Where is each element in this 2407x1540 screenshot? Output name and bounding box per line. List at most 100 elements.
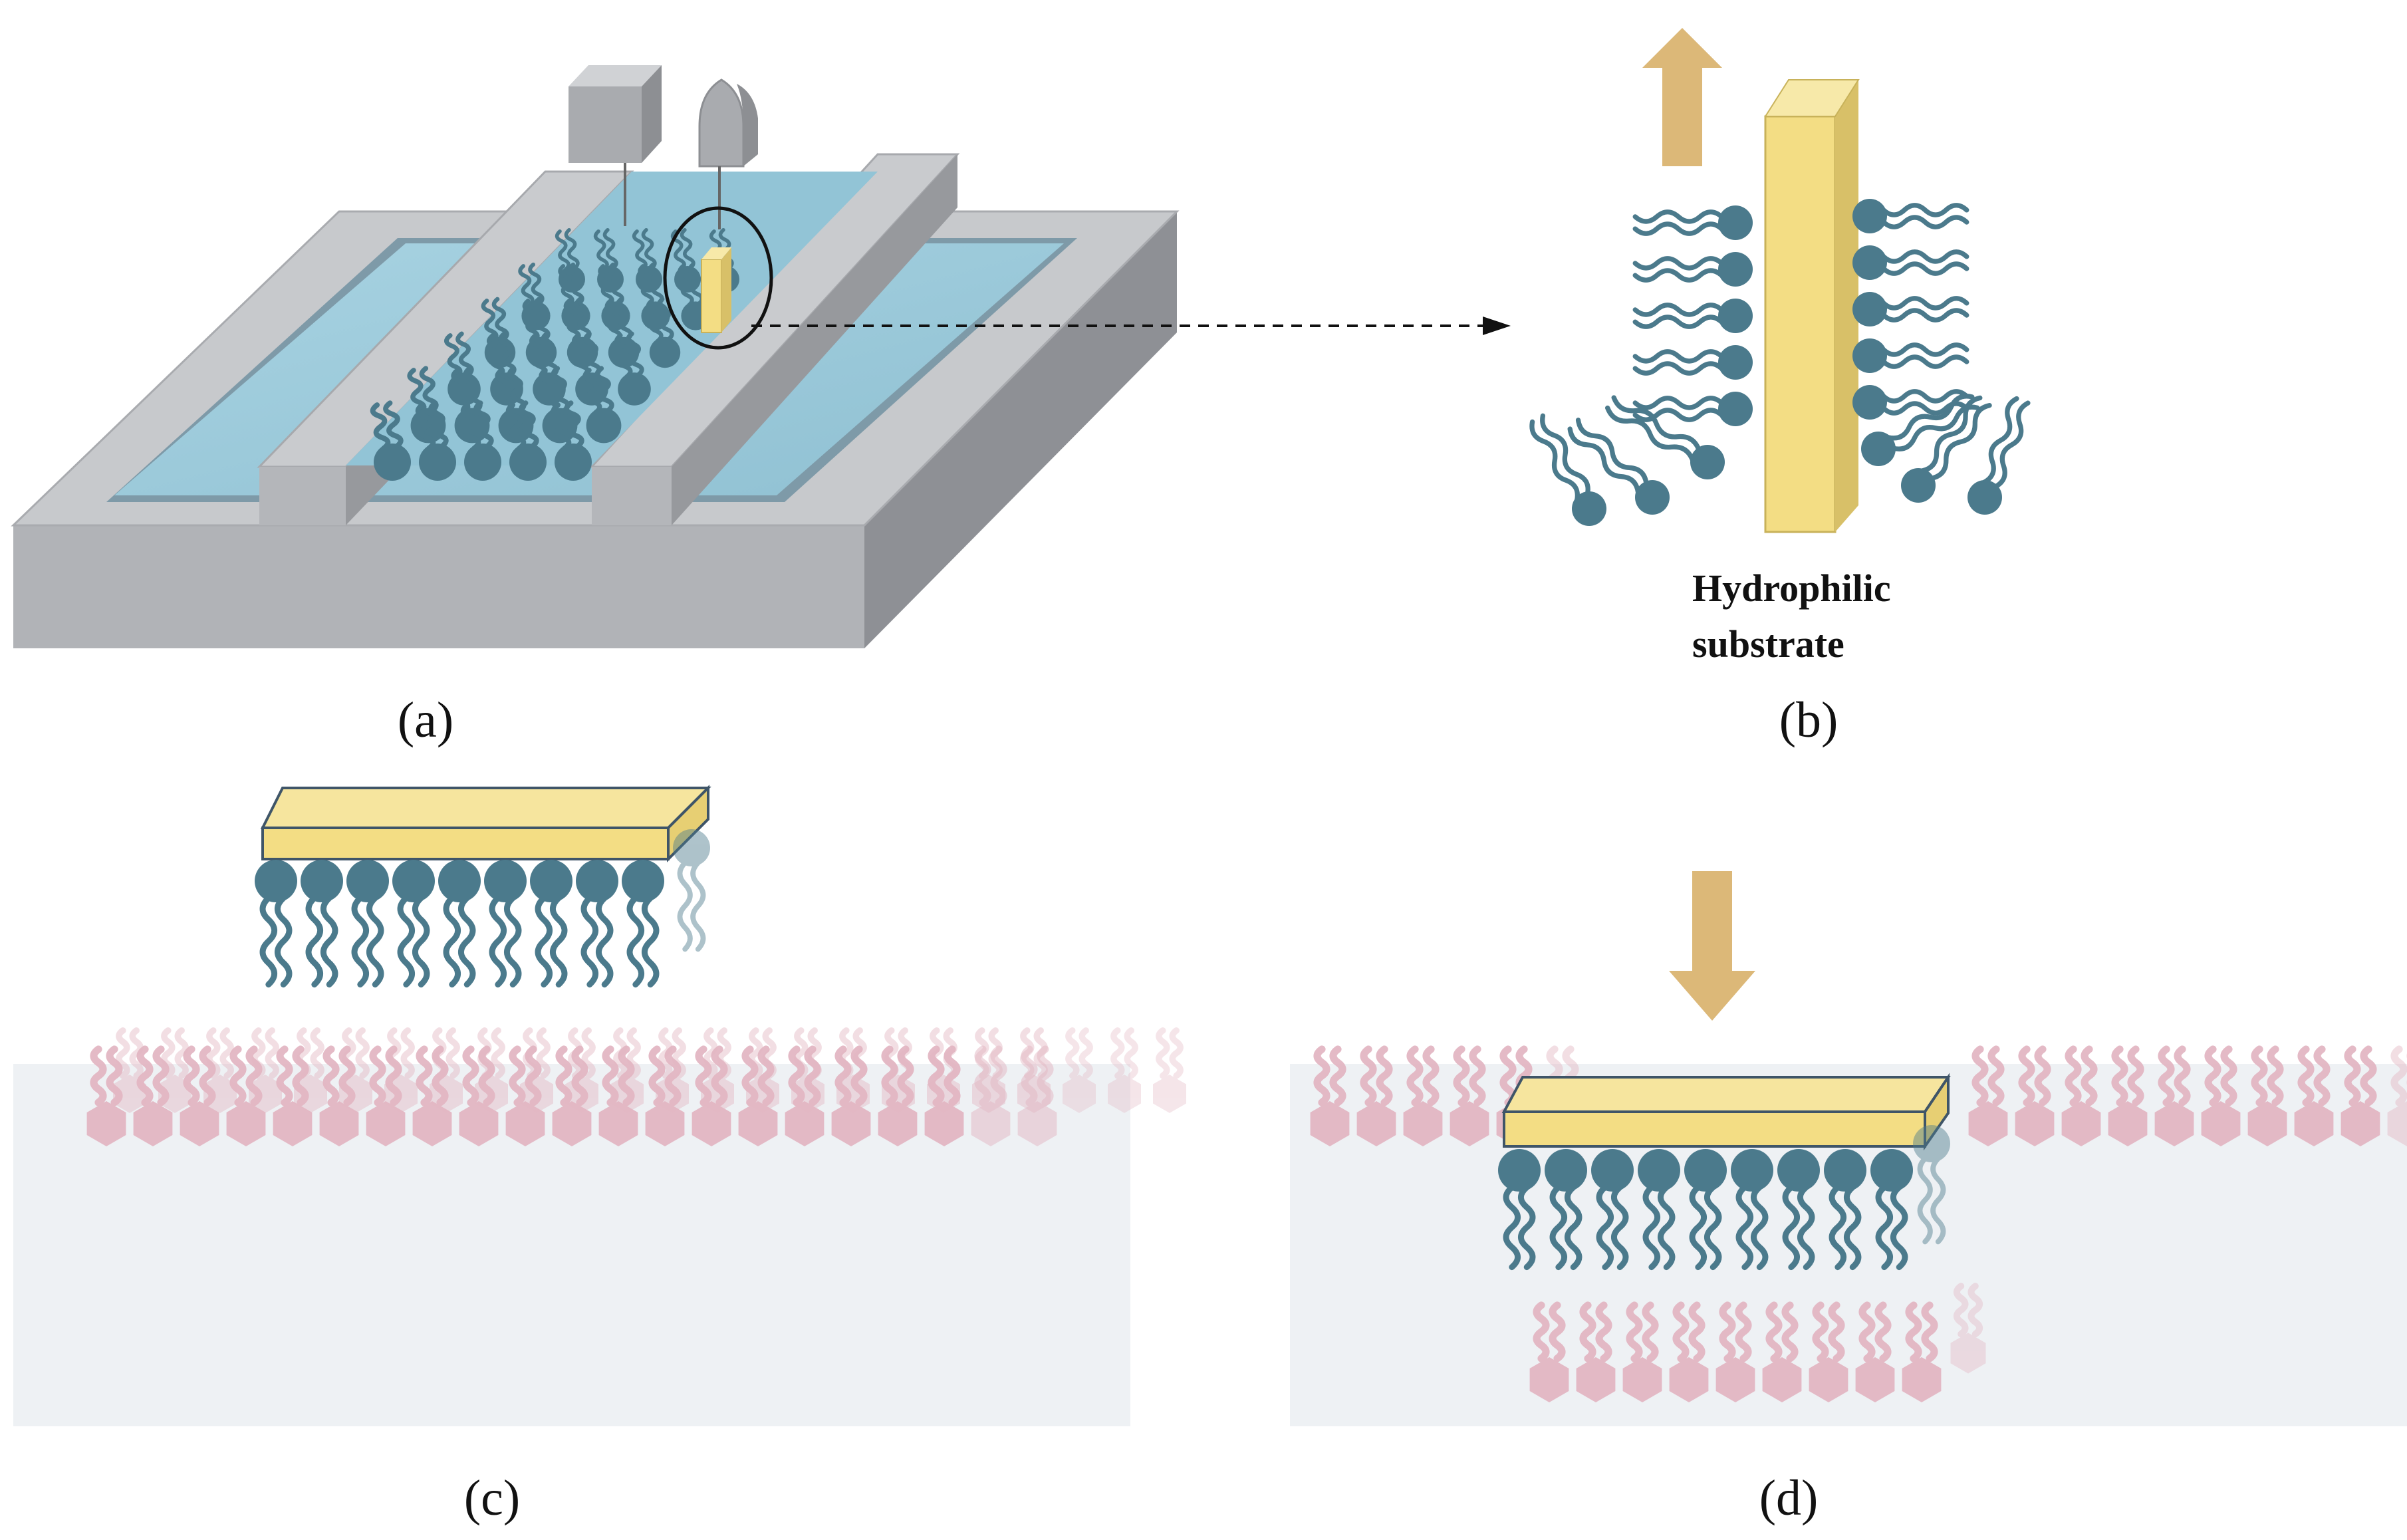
pink-lipid-bottom bbox=[1715, 1301, 1755, 1402]
pink-lipid bbox=[1017, 1045, 1057, 1146]
pink-lipid bbox=[505, 1045, 545, 1146]
trough-front-face bbox=[13, 525, 864, 648]
pink-lipid-bottom bbox=[1809, 1301, 1848, 1402]
substrate-d bbox=[1501, 1073, 1951, 1151]
zoom-pointer-arrowhead bbox=[1483, 317, 1511, 335]
substrate-lipid-d bbox=[1870, 1149, 1913, 1271]
pink-lipid bbox=[598, 1045, 638, 1146]
pink-lipid bbox=[2201, 1045, 2241, 1146]
pink-lipid bbox=[86, 1045, 126, 1146]
pink-lipid bbox=[459, 1045, 499, 1146]
pink-lipid bbox=[2154, 1045, 2194, 1146]
pink-lipid bbox=[133, 1045, 173, 1146]
pink-lipid bbox=[2061, 1045, 2101, 1146]
pink-lipid bbox=[645, 1045, 685, 1146]
panel-a-trough bbox=[11, 65, 1511, 648]
pink-monolayer-c bbox=[86, 1027, 1186, 1146]
substrate-lipid-c bbox=[346, 860, 389, 988]
free-lipid bbox=[1861, 394, 1980, 466]
substrate-lipid-c bbox=[673, 829, 710, 952]
pink-lipid bbox=[273, 1045, 313, 1146]
pink-lipid bbox=[2247, 1045, 2287, 1146]
panel-b-vertical-dip bbox=[1529, 28, 2031, 533]
pink-lipid bbox=[2294, 1045, 2334, 1146]
pink-lipid bbox=[878, 1045, 918, 1146]
substrate-lipid-left bbox=[1632, 205, 1753, 240]
pink-lipid bbox=[1968, 1045, 2008, 1146]
substrate-lipid-d bbox=[1684, 1149, 1727, 1271]
pink-lipid bbox=[831, 1045, 871, 1146]
pink-lipid bbox=[319, 1045, 359, 1146]
substrate-in-trough bbox=[701, 247, 731, 333]
free-lipid bbox=[1567, 418, 1670, 515]
trough-lipid bbox=[415, 400, 456, 481]
pink-lipid bbox=[924, 1045, 964, 1146]
substrate-c bbox=[260, 785, 711, 862]
substrate-lipid-d bbox=[1498, 1149, 1541, 1271]
substrate-lipid-d bbox=[1777, 1149, 1820, 1271]
substrate-lipid-c bbox=[255, 860, 297, 988]
pink-lipid bbox=[2387, 1045, 2407, 1146]
trough-lipid bbox=[614, 331, 651, 406]
trough-lipid bbox=[460, 400, 501, 481]
pink-lipid-bottom bbox=[1529, 1301, 1569, 1402]
panel-d-substrate-pressed bbox=[1290, 871, 2407, 1426]
substrate-lipid-left bbox=[1632, 392, 1753, 426]
pink-lipid bbox=[1310, 1045, 1350, 1146]
pink-lipid bbox=[180, 1045, 219, 1146]
pink-lipid bbox=[785, 1045, 824, 1146]
zoom-ellipse bbox=[663, 206, 773, 350]
trough-lipid bbox=[582, 366, 622, 444]
panel-a-label: (a) bbox=[397, 692, 454, 748]
trough-side-face bbox=[864, 211, 1177, 648]
trough-lipid bbox=[646, 297, 681, 368]
substrate-lipid-d bbox=[1638, 1149, 1680, 1271]
pink-lipid bbox=[1356, 1045, 1396, 1146]
substrate-lipid-d bbox=[1591, 1149, 1634, 1271]
dark-monolayer-c bbox=[255, 829, 710, 988]
transferred-monolayer bbox=[1529, 199, 2031, 526]
substrate-lipid-c bbox=[484, 860, 527, 988]
pink-lipid bbox=[692, 1045, 731, 1146]
substrate-annotation-line1: Hydrophilic bbox=[1692, 567, 1891, 610]
pink-lipid-bottom bbox=[1855, 1301, 1895, 1402]
pink-lipid-back bbox=[113, 1027, 146, 1113]
pink-lipid-back bbox=[1063, 1027, 1096, 1113]
substrate-lipid-d bbox=[1913, 1125, 1950, 1245]
pink-lipid bbox=[971, 1045, 1011, 1146]
substrate-lipid-right bbox=[1852, 199, 1969, 233]
trough-lipid bbox=[505, 400, 547, 481]
pink-lipid bbox=[1450, 1045, 1489, 1146]
substrate-lipid-c bbox=[301, 860, 343, 988]
substrate-annotation-line2: substrate bbox=[1692, 622, 1844, 666]
free-lipid bbox=[1529, 413, 1606, 526]
pink-lipid-back bbox=[158, 1027, 191, 1113]
upward-arrow bbox=[1642, 28, 1722, 166]
substrate-lipid-c bbox=[622, 860, 664, 988]
panel-d-label: (d) bbox=[1759, 1470, 1819, 1526]
substrate-lipid-right bbox=[1852, 338, 1969, 373]
pink-lipid bbox=[1403, 1045, 1443, 1146]
panel-c-horizontal-contact bbox=[13, 785, 1186, 1426]
trough-lipid bbox=[370, 400, 411, 481]
pink-lipid bbox=[226, 1045, 266, 1146]
panel-b-label: (b) bbox=[1779, 692, 1838, 748]
free-lipid bbox=[1604, 395, 1725, 479]
substrate-lipid-c bbox=[392, 860, 435, 988]
pink-lipid-bottom bbox=[1950, 1283, 1986, 1374]
pink-lipid-bottom bbox=[1669, 1301, 1709, 1402]
pink-lipid bbox=[2341, 1045, 2380, 1146]
panel-c-label: (c) bbox=[463, 1470, 521, 1526]
pink-lipid-back bbox=[1153, 1027, 1186, 1113]
pink-lipid-bottom bbox=[1902, 1301, 1942, 1402]
substrate-lipid-d bbox=[1545, 1149, 1587, 1271]
substrate-lipid-c bbox=[576, 860, 618, 988]
pink-lipid bbox=[412, 1045, 452, 1146]
substrate-lipid-right bbox=[1852, 245, 1969, 280]
pink-lipid-bottom bbox=[1622, 1301, 1662, 1402]
downward-arrow bbox=[1669, 871, 1755, 1021]
substrate-lipid-left bbox=[1632, 299, 1753, 333]
substrate-lipid-d bbox=[1731, 1149, 1773, 1271]
trough-lipid bbox=[551, 400, 592, 481]
